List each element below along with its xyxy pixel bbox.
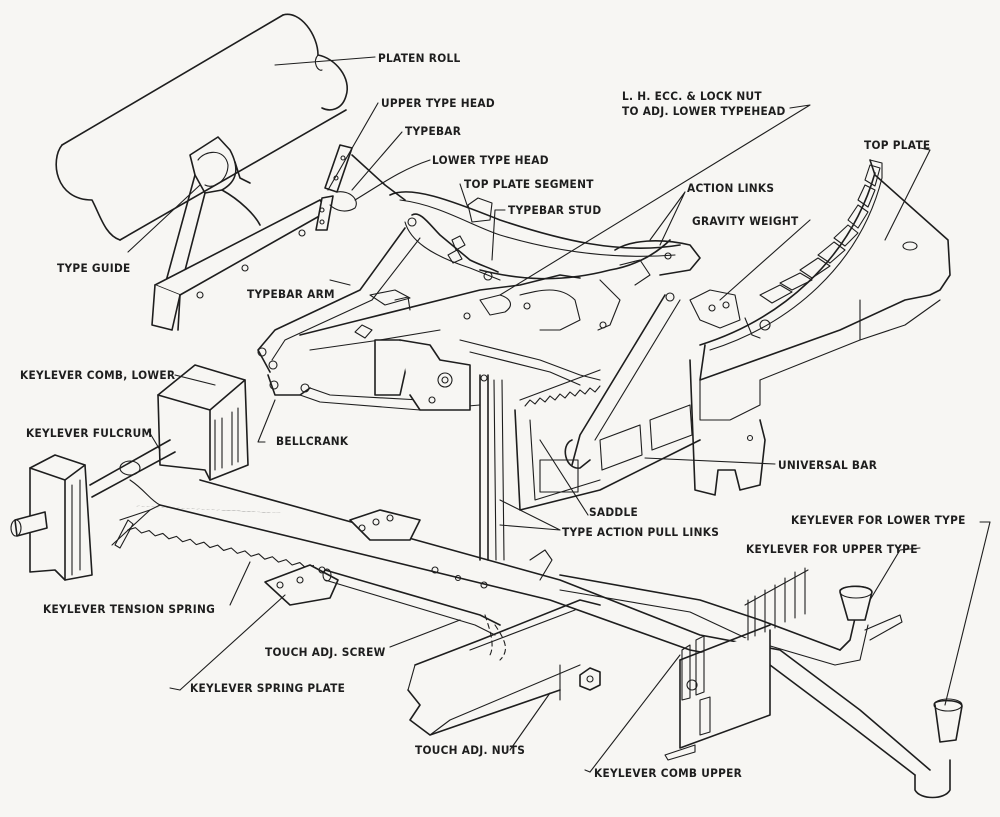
- keylever-upper: [559, 574, 903, 666]
- keylever-comb-lower: [157, 364, 249, 481]
- typebar-arm-block: [151, 199, 331, 331]
- label-keylever-tension-spring: KEYLEVER TENSION SPRING: [43, 602, 216, 616]
- touch-adj-nuts: [579, 667, 601, 691]
- label-keylever-comb-upper: KEYLEVER COMB UPPER: [594, 766, 743, 780]
- platen-roll: [55, 13, 349, 241]
- label-top-plate: TOP PLATE: [864, 138, 931, 152]
- universal-bar: [514, 359, 766, 511]
- label-typebar: TYPEBAR: [405, 124, 462, 138]
- top-plate: [689, 159, 951, 421]
- label-upper-type-head: UPPER TYPE HEAD: [381, 96, 495, 110]
- type-guide: [164, 136, 261, 286]
- label-keylever-for-lower-type: KEYLEVER FOR LOWER TYPE: [791, 513, 966, 527]
- keylever-tension-spring: [114, 505, 315, 569]
- label-lh-ecc-lock-nut-line1: L. H. ECC. & LOCK NUT: [622, 89, 762, 103]
- label-platen-roll: PLATEN ROLL: [378, 51, 461, 65]
- leader-lines: [127, 56, 991, 773]
- keylever-comb-upper: [664, 567, 809, 761]
- label-action-links: ACTION LINKS: [687, 181, 775, 195]
- label-gravity-weight: GRAVITY WEIGHT: [692, 214, 799, 228]
- label-keylever-comb-lower: KEYLEVER COMB, LOWER: [20, 368, 176, 382]
- label-bellcrank: BELLCRANK: [276, 434, 349, 448]
- type-action-pull-links: [479, 374, 505, 561]
- label-universal-bar: UNIVERSAL BAR: [778, 458, 878, 472]
- label-touch-adj-nuts: TOUCH ADJ. NUTS: [415, 743, 526, 757]
- typebar-arm: [257, 227, 421, 373]
- label-lh-ecc-lock-nut-line2: TO ADJ. LOWER TYPEHEAD: [622, 104, 786, 118]
- label-typebar-stud: TYPEBAR STUD: [508, 203, 602, 217]
- center-frame: [299, 274, 601, 411]
- label-saddle: SADDLE: [589, 505, 639, 519]
- touch-adj-screw: [322, 568, 506, 661]
- keylever-fulcrum: [10, 439, 176, 581]
- label-keylever-spring-plate: KEYLEVER SPRING PLATE: [190, 681, 346, 695]
- label-top-plate-segment: TOP PLATE SEGMENT: [464, 177, 594, 191]
- label-keylever-fulcrum: KEYLEVER FULCRUM: [26, 426, 153, 440]
- label-type-guide: TYPE GUIDE: [57, 261, 131, 275]
- label-touch-adj-screw: TOUCH ADJ. SCREW: [265, 645, 386, 659]
- base-rail: [407, 549, 601, 736]
- label-keylever-for-upper-type: KEYLEVER FOR UPPER TYPE: [746, 542, 918, 556]
- label-type-action-pull-links: TYPE ACTION PULL LINKS: [562, 525, 720, 539]
- label-typebar-arm: TYPEBAR ARM: [247, 287, 335, 301]
- label-lower-type-head: LOWER TYPE HEAD: [432, 153, 549, 167]
- typebar-linkage: [389, 191, 681, 281]
- action-links: [519, 240, 701, 469]
